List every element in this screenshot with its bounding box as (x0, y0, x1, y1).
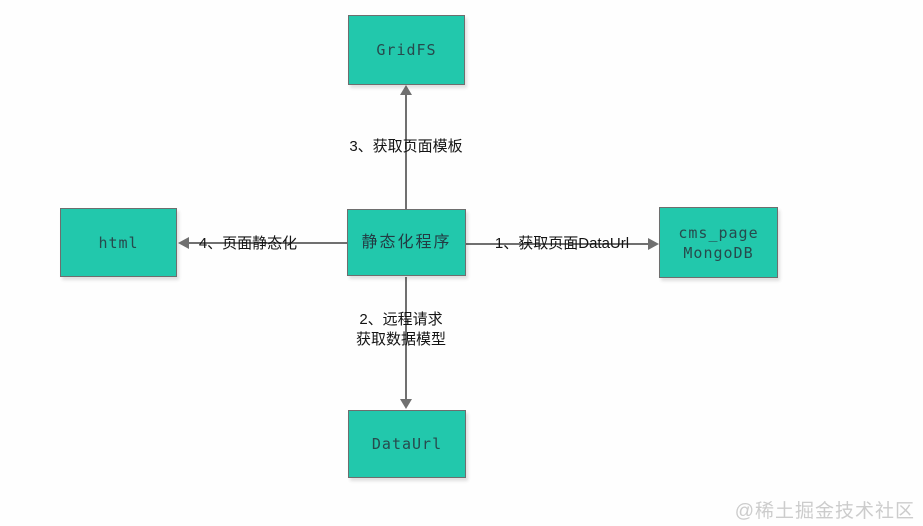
node-html: html (60, 208, 177, 277)
edge-label-step2-line1: 2、远程请求 (359, 311, 443, 328)
node-dataurl-label: DataUrl (371, 435, 443, 453)
edge-line-program-to-gridfs (405, 92, 407, 209)
arrowhead-right-icon (648, 238, 659, 250)
node-cms-page-label-line1: cms_page (678, 223, 759, 242)
node-cms-page-mongodb: cms_page MongoDB (659, 207, 778, 278)
edge-line-program-to-dataurl (405, 277, 407, 403)
node-gridfs-label: GridFS (376, 41, 437, 59)
node-dataurl: DataUrl (348, 410, 466, 478)
node-cms-page-label-line2: MongoDB (683, 243, 754, 262)
arrowhead-left-icon (178, 237, 189, 249)
edge-line-program-to-html (186, 242, 347, 244)
arrowhead-down-icon (400, 399, 412, 409)
edge-label-step2: 2、远程请求 获取数据模型 (338, 310, 464, 350)
node-static-program-label: 静态化程序 (361, 233, 452, 251)
node-html-label: html (98, 233, 139, 252)
edge-label-step3: 3、获取页面模板 (349, 138, 463, 155)
node-static-program: 静态化程序 (347, 209, 466, 276)
edge-label-step4: 4、页面静态化 (198, 235, 298, 252)
arrowhead-up-icon (400, 85, 412, 95)
edge-label-step2-line2: 获取数据模型 (355, 331, 446, 348)
edge-label-step1: 1、获取页面DataUrl (494, 235, 630, 252)
watermark: @稀土掘金技术社区 (734, 501, 915, 522)
node-gridfs: GridFS (348, 15, 465, 85)
edge-line-program-to-cms-page (466, 243, 652, 245)
